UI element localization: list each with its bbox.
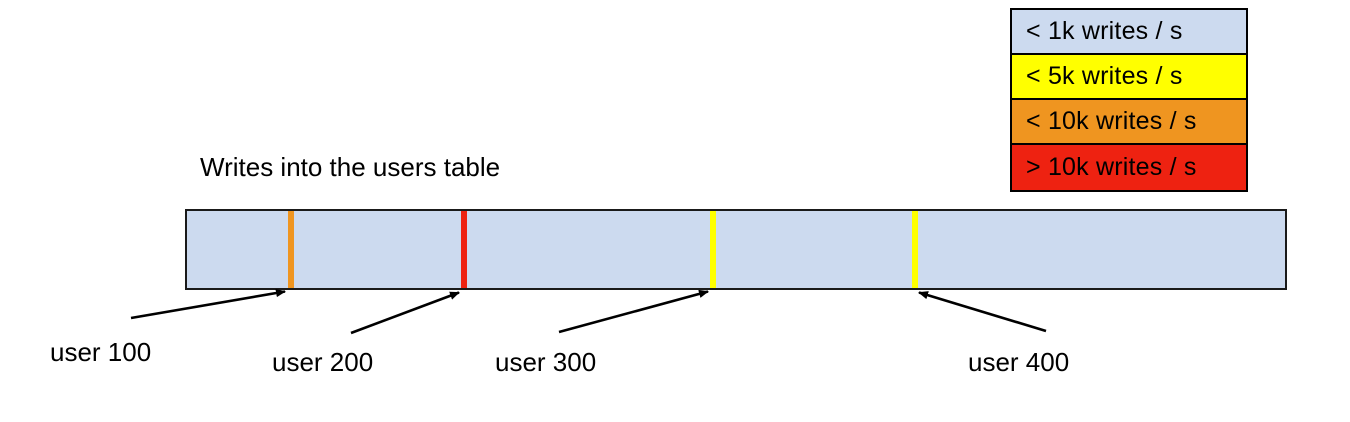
legend-row-under-5k: < 5k writes / s bbox=[1012, 55, 1246, 100]
legend-label-under-5k: < 5k writes / s bbox=[1026, 62, 1183, 90]
legend-label-over-10k: > 10k writes / s bbox=[1026, 153, 1197, 181]
users-table-band bbox=[185, 209, 1287, 290]
legend-label-under-1k: < 1k writes / s bbox=[1026, 17, 1183, 45]
annotation-label-user-400: user 400 bbox=[968, 347, 1070, 377]
legend-row-under-1k: < 1k writes / s bbox=[1012, 10, 1246, 55]
legend-row-under-10k: < 10k writes / s bbox=[1012, 100, 1246, 145]
annotation-label-user-200: user 200 bbox=[272, 347, 374, 377]
hotspot-stripe-user-300 bbox=[710, 211, 716, 288]
hotspot-stripe-user-200 bbox=[461, 211, 467, 288]
annotation-label-user-300: user 300 bbox=[495, 347, 597, 377]
hotspot-stripe-user-400 bbox=[912, 211, 918, 288]
arrow-user-400 bbox=[918, 291, 1047, 333]
arrow-user-100 bbox=[130, 288, 286, 320]
legend: < 1k writes / s < 5k writes / s < 10k wr… bbox=[1010, 8, 1248, 192]
legend-row-over-10k: > 10k writes / s bbox=[1012, 145, 1246, 190]
arrow-user-300 bbox=[558, 289, 709, 334]
annotation-label-user-100: user 100 bbox=[50, 337, 152, 367]
arrow-user-200 bbox=[350, 291, 460, 335]
hotspot-stripe-user-100 bbox=[288, 211, 294, 288]
legend-label-under-10k: < 10k writes / s bbox=[1026, 107, 1197, 135]
chart-title: Writes into the users table bbox=[200, 152, 501, 182]
